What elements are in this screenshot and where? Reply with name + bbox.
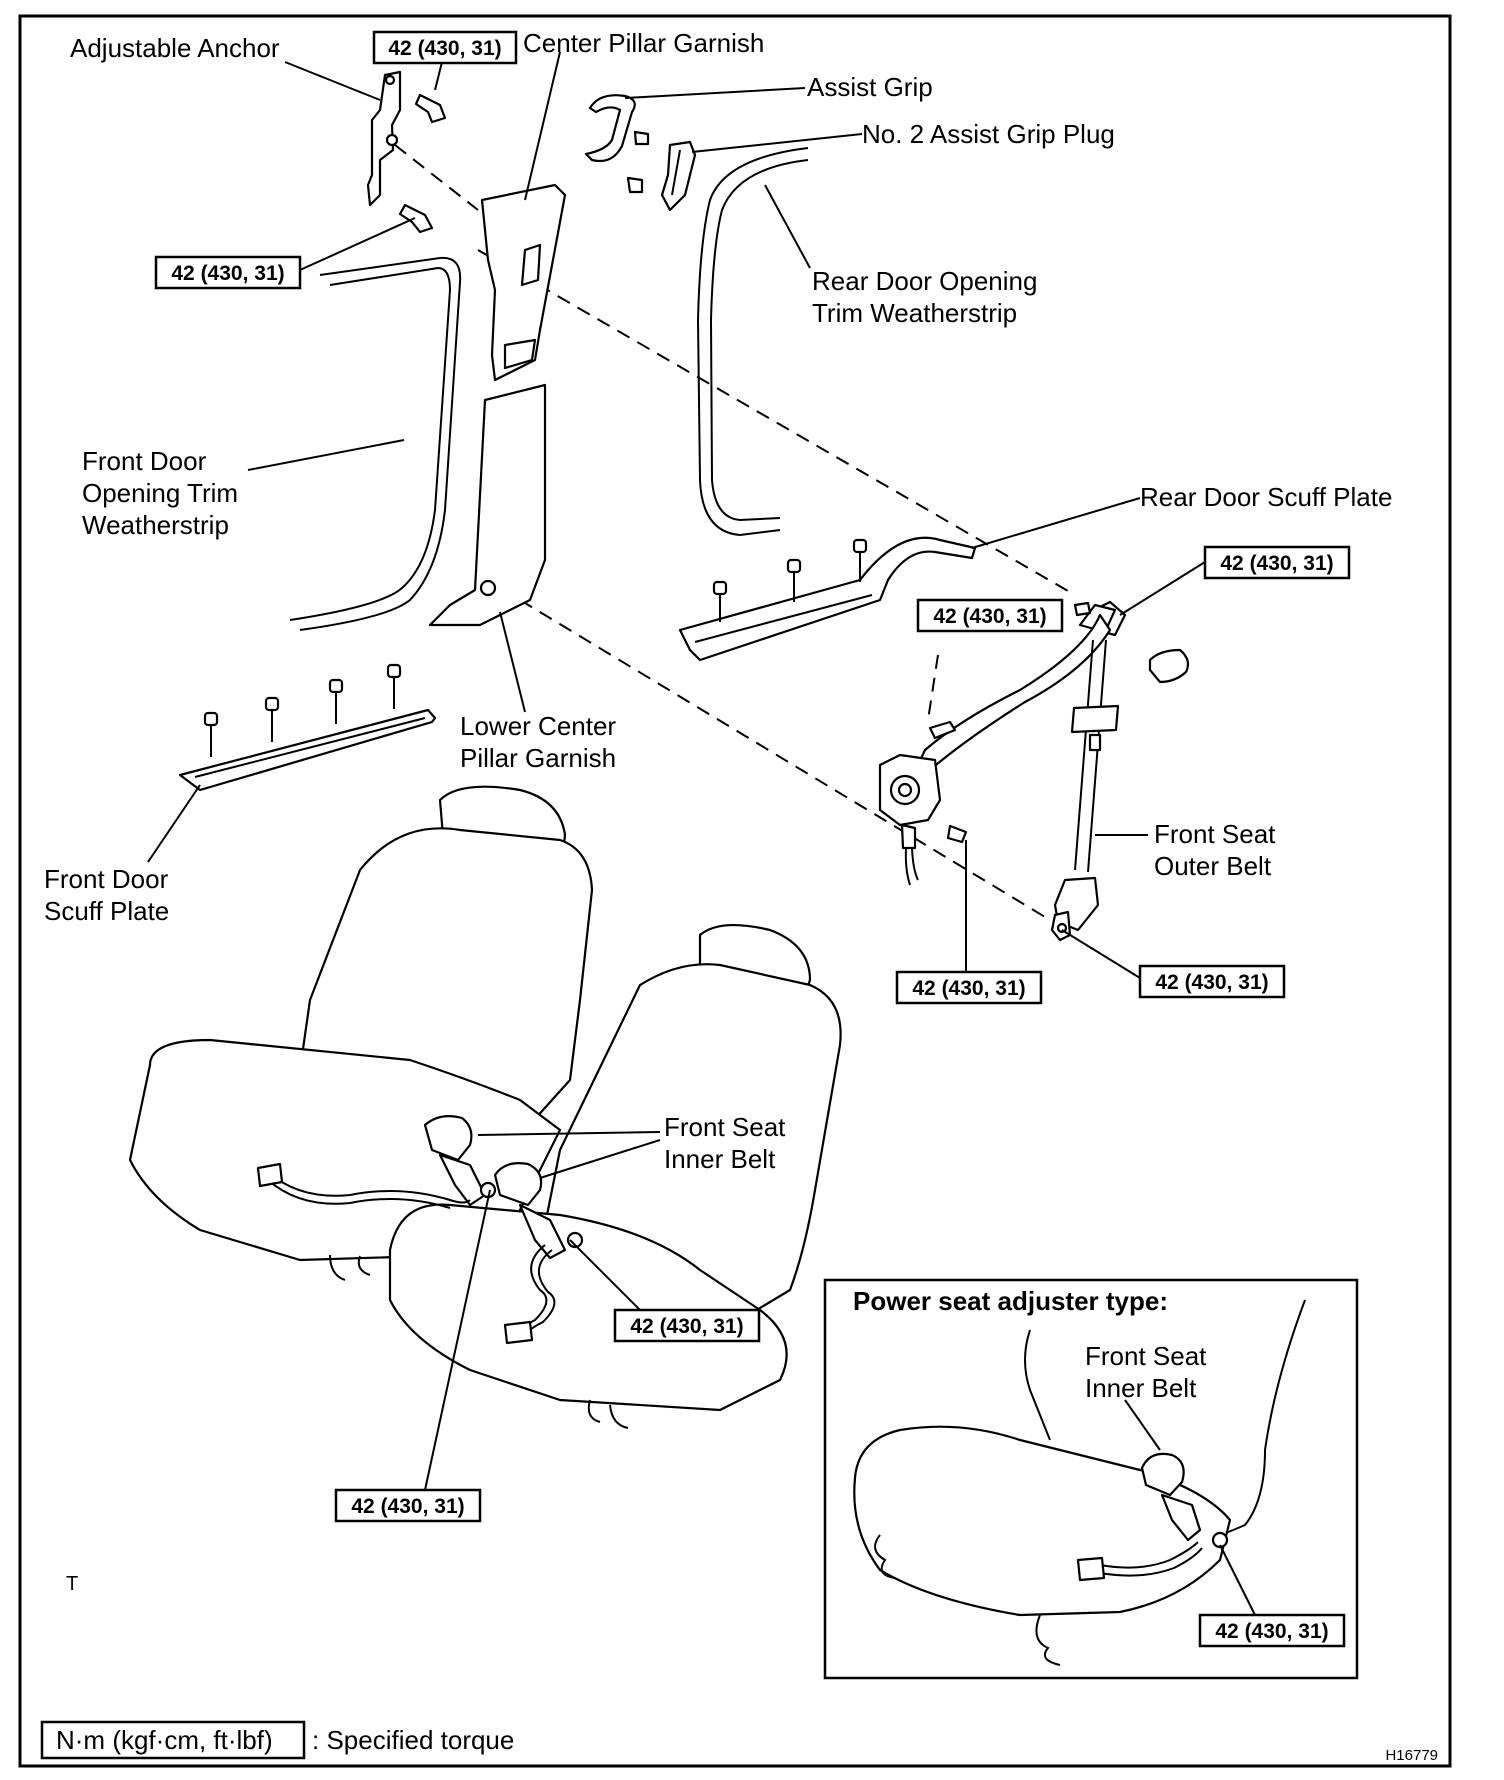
alignment-line-3 [519, 599, 1051, 921]
front-seat-outer-belt-part [916, 600, 1190, 942]
passenger-seat-part [388, 923, 842, 1429]
legend-unit-box: N·m (kgf·cm, ft·lbf) [56, 1725, 273, 1755]
label-front-door-opening-trim-weatherstrip: Front Door Opening Trim Weatherstrip [82, 446, 245, 540]
torque-box-inset: 42 (430, 31) [1198, 1613, 1346, 1648]
torque-label: 42 (430, 31) [351, 1495, 464, 1518]
label-line: Trim Weatherstrip [812, 298, 1017, 328]
front-seat-inner-belt-part [256, 1115, 584, 1345]
label-no2-assist-grip-plug: No. 2 Assist Grip Plug [862, 119, 1115, 149]
torque-box-retractor-lower: 42 (430, 31) [895, 970, 1043, 1005]
diagram-frame [18, 14, 1452, 1768]
center-pillar-garnish-part [480, 183, 567, 382]
label-line: Outer Belt [1154, 851, 1272, 881]
label-line: Weatherstrip [82, 510, 229, 540]
torque-box-outer-belt-upper: 42 (430, 31) [1203, 545, 1351, 580]
torque-box-adjustable-anchor-upper: 42 (430, 31) [372, 30, 518, 65]
alignment-line-1 [394, 144, 479, 211]
torque-label: 42 (430, 31) [630, 1315, 743, 1338]
torque-box-outer-belt-lower: 42 (430, 31) [1138, 964, 1286, 999]
inset-label-front-seat-inner-belt: Front Seat Inner Belt [1085, 1341, 1214, 1403]
t-mark: T [66, 1573, 78, 1595]
label-line: Front Seat [1085, 1341, 1207, 1371]
rear-door-scuff-plate-part [678, 536, 977, 662]
label-line: Front Seat [664, 1112, 786, 1142]
front-door-opening-trim-weatherstrip-part [289, 256, 462, 631]
power-seat-inset-inner-belt [1076, 1452, 1229, 1582]
torque-box-inner-belt-left: 42 (430, 31) [334, 1488, 482, 1523]
alignment-line-4 [927, 654, 939, 721]
front-door-scuff-plate-part [178, 663, 437, 792]
torque-label: 42 (430, 31) [1215, 1620, 1328, 1643]
torque-box-inner-belt-right: 42 (430, 31) [613, 1308, 761, 1343]
legend-description: : Specified torque [312, 1725, 514, 1755]
label-line: Front Door [44, 864, 169, 894]
label-line: Inner Belt [1085, 1373, 1197, 1403]
label-rear-door-opening-trim-weatherstrip: Rear Door Opening Trim Weatherstrip [812, 266, 1045, 328]
label-line: Inner Belt [664, 1144, 776, 1174]
torque-box-retractor: 42 (430, 31) [916, 598, 1064, 633]
label-line: Lower Center [460, 711, 616, 741]
label-front-door-scuff-plate: Front Door Scuff Plate [44, 864, 176, 926]
label-lower-center-pillar-garnish: Lower Center Pillar Garnish [460, 711, 623, 773]
label-line: Front Seat [1154, 819, 1276, 849]
label-line: Pillar Garnish [460, 743, 616, 773]
torque-box-adjustable-anchor-lower: 42 (430, 31) [154, 255, 302, 290]
no2-assist-grip-plug-part [660, 140, 697, 212]
leader-lines [147, 51, 1256, 1616]
label-adjustable-anchor: Adjustable Anchor [70, 33, 280, 63]
inset-title: Power seat adjuster type: [853, 1286, 1168, 1316]
label-line: Scuff Plate [44, 896, 169, 926]
label-front-seat-inner-belt: Front Seat Inner Belt [664, 1112, 793, 1174]
front-door-scuff-plate-clips [203, 663, 402, 757]
label-line: Opening Trim [82, 478, 238, 508]
figure-id: H16779 [1385, 1747, 1438, 1764]
torque-label: 42 (430, 31) [1155, 971, 1268, 994]
label-assist-grip: Assist Grip [807, 72, 933, 102]
label-center-pillar-garnish: Center Pillar Garnish [523, 28, 764, 58]
lower-center-pillar-garnish-part [428, 383, 547, 627]
torque-label: 42 (430, 31) [1220, 552, 1333, 575]
torque-label: 42 (430, 31) [388, 37, 501, 60]
torque-legend: N·m (kgf·cm, ft·lbf) : Specified torque [40, 1720, 514, 1760]
front-seat-outer-belt-retractor [878, 720, 968, 886]
label-front-seat-outer-belt: Front Seat Outer Belt [1154, 819, 1283, 881]
label-line: Rear Door Opening [812, 266, 1037, 296]
assist-grip-part [584, 94, 650, 194]
torque-label: 42 (430, 31) [933, 605, 1046, 628]
adjustable-anchor-part [366, 70, 447, 234]
rear-door-scuff-plate-clips [712, 538, 868, 622]
rear-door-opening-trim-weatherstrip-part [696, 147, 809, 537]
label-line: Front Door [82, 446, 207, 476]
label-rear-door-scuff-plate: Rear Door Scuff Plate [1140, 482, 1392, 512]
torque-label: 42 (430, 31) [171, 262, 284, 285]
torque-label: 42 (430, 31) [912, 977, 1025, 1000]
